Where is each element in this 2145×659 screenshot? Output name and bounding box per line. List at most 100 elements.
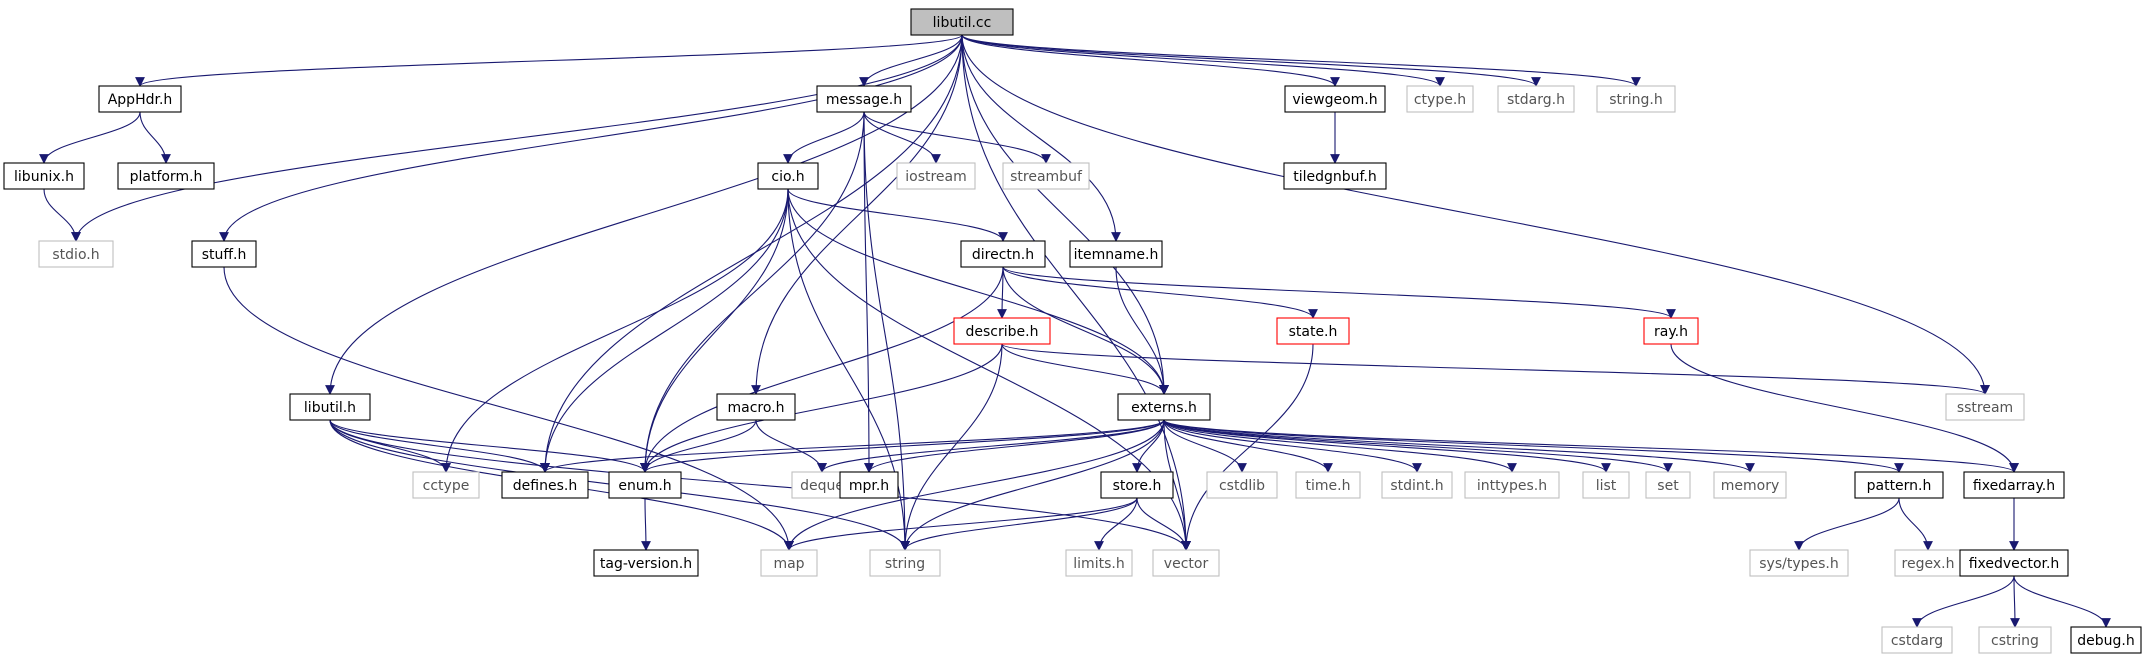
node-describe_h[interactable]: describe.h [953, 317, 1051, 345]
edge-externs_h-to-pattern_h [1163, 419, 1904, 473]
edge-libutil_cc-to-stdarg_h [961, 34, 1541, 87]
node-label: cstdlib [1219, 478, 1265, 494]
node-stdarg_h: stdarg.h [1497, 85, 1575, 113]
node-box [1283, 162, 1387, 190]
node-sstream: sstream [1945, 393, 2025, 421]
node-fixedvector_h[interactable]: fixedvector.h [1959, 549, 2069, 577]
edge-externs_h-to-enum_h [640, 419, 1165, 473]
node-box [593, 549, 699, 577]
edge-cio_h-to-cctype [441, 188, 789, 473]
edge-directn_h-to-enum_h [640, 266, 1004, 473]
edge-libutil_cc-to-AppHdr_h [135, 34, 963, 87]
node-defines_h[interactable]: defines.h [501, 471, 589, 499]
node-tag_version_h[interactable]: tag-version.h [593, 549, 699, 577]
edge-stuff_h-to-map [223, 266, 794, 551]
node-label: describe.h [966, 324, 1039, 340]
node-ray_h[interactable]: ray.h [1643, 317, 1699, 345]
edge-macro_h-to-deque [755, 419, 827, 473]
edge-libutil_cc-to-vector [961, 34, 1191, 551]
node-store_h[interactable]: store.h [1100, 471, 1174, 499]
node-mpr_h[interactable]: mpr.h [839, 471, 899, 499]
edge-directn_h-to-state_h [1002, 266, 1318, 319]
edge-directn_h-to-ray_h [1002, 266, 1676, 319]
node-box [412, 471, 480, 499]
node-label: ray.h [1654, 324, 1688, 340]
node-label: cctype [423, 478, 470, 494]
node-platform_h[interactable]: platform.h [117, 162, 215, 190]
node-label: set [1657, 478, 1679, 494]
node-enum_h[interactable]: enum.h [608, 471, 682, 499]
node-label: macro.h [727, 400, 784, 416]
node-label: pattern.h [1867, 478, 1932, 494]
node-box [1152, 549, 1220, 577]
edge-describe_h-to-sstream [1001, 343, 1990, 395]
edge-message_h-to-mpr_h [863, 111, 874, 473]
edge-libutil_h-to-cctype [329, 419, 451, 473]
node-message_h[interactable]: message.h [816, 85, 912, 113]
node-box [1381, 471, 1453, 499]
node-AppHdr_h[interactable]: AppHdr.h [98, 85, 182, 113]
node-cstring: cstring [1978, 626, 2052, 654]
node-box [1206, 471, 1278, 499]
node-label: sstream [1957, 400, 2013, 416]
node-fixedarray_h[interactable]: fixedarray.h [1963, 471, 2065, 499]
edge-directn_h-to-externs_h [1002, 266, 1169, 395]
node-label: itemname.h [1074, 247, 1159, 263]
node-directn_h[interactable]: directn.h [960, 240, 1046, 268]
edge-externs_h-to-map [784, 419, 1165, 551]
node-label: message.h [826, 92, 902, 108]
node-libutil_cc[interactable]: libutil.cc [910, 8, 1014, 36]
edge-libutil_cc-to-macro_h [751, 34, 963, 395]
node-label: regex.h [1902, 556, 1955, 572]
node-memory: memory [1713, 471, 1787, 499]
node-label: libunix.h [14, 169, 74, 185]
node-libutil_h[interactable]: libutil.h [289, 393, 371, 421]
node-box [1295, 471, 1361, 499]
edge-describe_h-to-string [900, 343, 1003, 551]
node-box [1749, 549, 1849, 577]
node-box [1065, 549, 1133, 577]
edge-cio_h-to-defines_h [540, 188, 789, 473]
edge-store_h-to-limits_h [1094, 497, 1138, 551]
node-state_h[interactable]: state.h [1276, 317, 1350, 345]
edge-cio_h-to-externs_h [787, 188, 1169, 395]
edge-libutil_cc-to-itemname_h [961, 34, 1121, 242]
edge-store_h-to-string [900, 497, 1138, 551]
node-libunix_h[interactable]: libunix.h [3, 162, 85, 190]
node-box [1002, 162, 1090, 190]
node-itemname_h[interactable]: itemname.h [1069, 240, 1163, 268]
edge-store_h-to-vector [1136, 497, 1191, 551]
node-externs_h[interactable]: externs.h [1117, 393, 1211, 421]
edge-libutil_cc-to-string_h [961, 34, 1641, 87]
node-stdint_h: stdint.h [1381, 471, 1453, 499]
edge-message_h-to-string [863, 111, 910, 551]
edge-AppHdr_h-to-platform_h [139, 111, 171, 164]
node-macro_h[interactable]: macro.h [716, 393, 796, 421]
node-box [1945, 393, 2025, 421]
node-viewgeom_h[interactable]: viewgeom.h [1284, 85, 1386, 113]
edge-externs_h-to-stdint_h [1163, 419, 1422, 473]
node-box [1284, 85, 1386, 113]
node-tiledgnbuf_h[interactable]: tiledgnbuf.h [1283, 162, 1387, 190]
node-label: fixedarray.h [1973, 478, 2055, 494]
node-label: inttypes.h [1477, 478, 1547, 494]
edge-enum_h-to-tag_version_h [641, 497, 651, 551]
edges-layer [39, 34, 2111, 628]
edge-externs_h-to-mpr_h [864, 419, 1165, 473]
edge-libunix_h-to-stdio_h [43, 188, 81, 242]
node-pattern_h[interactable]: pattern.h [1854, 471, 1944, 499]
node-label: cio.h [771, 169, 804, 185]
node-box [1117, 393, 1211, 421]
node-stuff_h[interactable]: stuff.h [191, 240, 257, 268]
node-label: tag-version.h [600, 556, 692, 572]
node-label: list [1596, 478, 1617, 494]
node-box [1276, 317, 1350, 345]
node-box [816, 85, 912, 113]
node-streambuf: streambuf [1002, 162, 1090, 190]
edge-externs_h-to-set [1163, 419, 1673, 473]
node-cio_h[interactable]: cio.h [757, 162, 819, 190]
edge-externs_h-to-inttypes_h [1163, 419, 1517, 473]
edge-libutil_h-to-vector [329, 419, 1191, 551]
node-box [1645, 471, 1691, 499]
node-debug_h[interactable]: debug.h [2070, 626, 2142, 654]
